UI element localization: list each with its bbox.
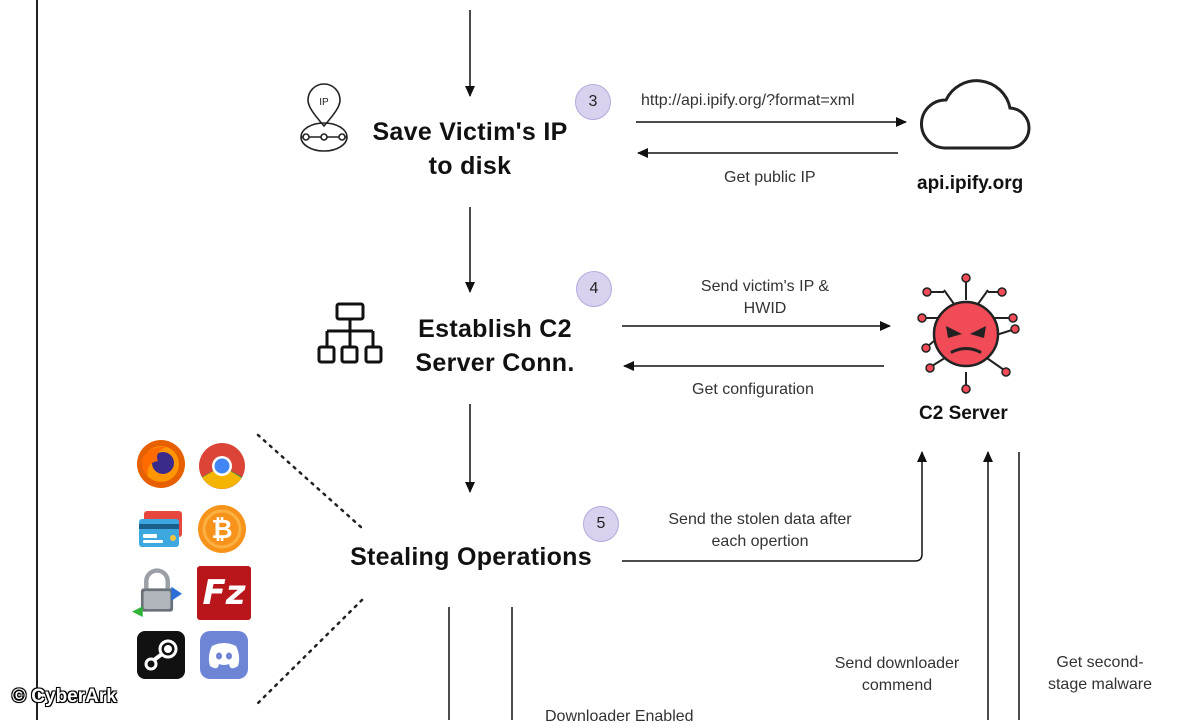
dotted-fan-top — [256, 433, 364, 530]
ipify-request-label: http://api.ipify.org/?format=xml — [641, 92, 855, 109]
steal-send-label: Send the stolen data after each opertion — [640, 509, 880, 554]
c2-send-label: Send victim's IP & HWID — [660, 276, 870, 321]
second-stage-line2: stage malware — [1047, 676, 1153, 694]
step3-title-line1: Save Victim's IP — [372, 118, 568, 146]
virus-icon — [917, 273, 1020, 394]
step-badge-3: 3 — [575, 84, 611, 120]
dotted-fan-bottom — [256, 598, 364, 705]
ip-location-icon — [300, 83, 348, 152]
steam-icon — [137, 631, 185, 679]
filezilla-icon: Fz — [197, 566, 251, 620]
arrow-stolen-data-to-c2 — [622, 451, 927, 562]
step4-title: Establish C2 Server Conn. — [390, 313, 600, 381]
filezilla-icon-text: Fz — [202, 573, 246, 613]
copyright-watermark: © CyberArk — [12, 686, 117, 707]
c2-send-line2: HWID — [743, 300, 787, 318]
step4-title-line1: Establish C2 — [418, 315, 572, 343]
network-hierarchy-icon — [317, 302, 383, 364]
second-stage-label: Get second- stage malware — [1030, 652, 1170, 697]
svg-text:₿: ₿ — [211, 515, 232, 545]
downloader-enabled-label: Downloader Enabled — [545, 708, 694, 725]
steal-send-line2: each opertion — [711, 533, 809, 551]
step3-title: Save Victim's IP to disk — [350, 116, 590, 184]
step3-title-line2: to disk — [428, 151, 512, 180]
downloader-command-line1: Send downloader — [834, 655, 960, 672]
cloud-icon — [920, 79, 1031, 150]
bitcoin-icon: ₿ — [198, 505, 246, 553]
ipify-label: api.ipify.org — [917, 173, 1024, 194]
firefox-icon — [137, 440, 185, 488]
ip-icon-text: IP — [319, 97, 329, 108]
step-badge-5: 5 — [583, 506, 619, 542]
c2-config-label: Get configuration — [692, 381, 814, 398]
c2-send-line1: Send victim's IP & — [700, 278, 830, 295]
step4-title-line2: Server Conn. — [415, 348, 575, 377]
padlock-icon — [132, 568, 182, 617]
downloader-command-label: Send downloader commend — [808, 653, 986, 698]
steal-send-line1: Send the stolen data after — [668, 511, 852, 528]
step-badge-4: 4 — [576, 271, 612, 307]
credit-card-icon — [139, 511, 182, 547]
ipify-response-label: Get public IP — [724, 169, 816, 186]
c2-label: C2 Server — [919, 403, 1008, 424]
chrome-icon — [199, 443, 245, 489]
downloader-command-line2: commend — [861, 677, 933, 695]
second-stage-line1: Get second- — [1056, 654, 1144, 671]
step5-title: Stealing Operations — [350, 543, 592, 571]
discord-icon — [200, 631, 248, 679]
